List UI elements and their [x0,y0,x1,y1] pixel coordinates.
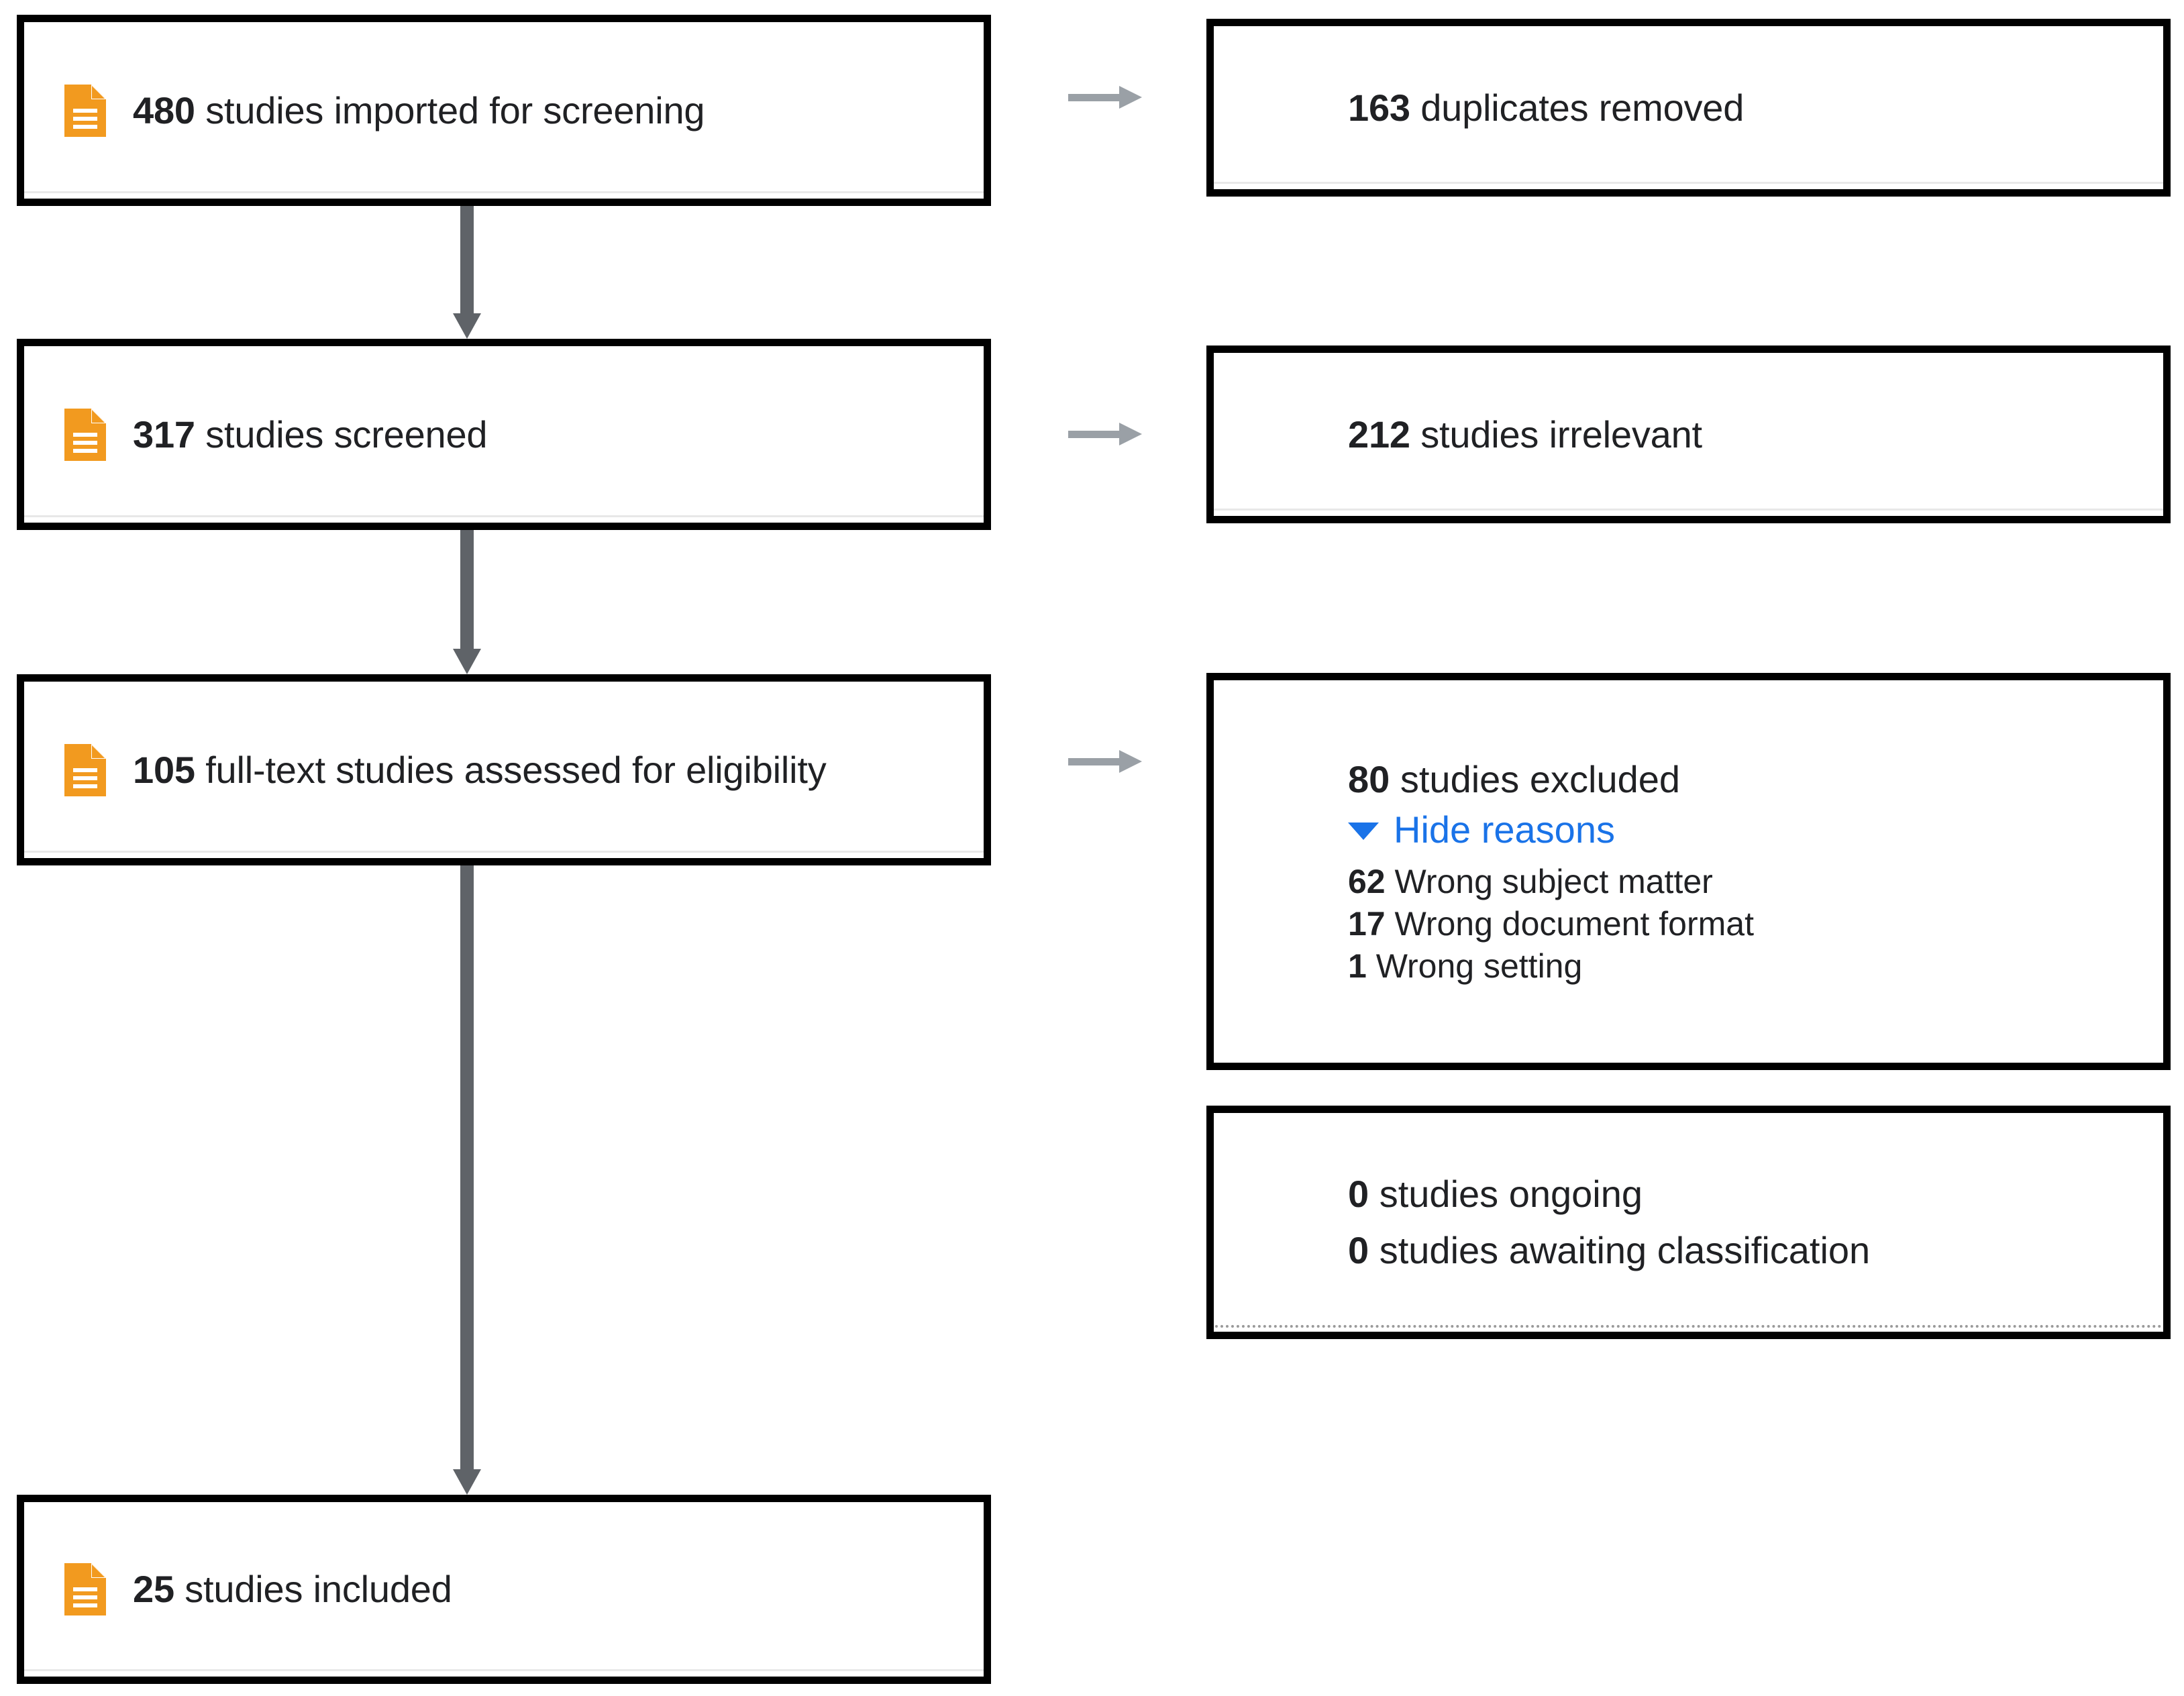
label-value: duplicates removed [1420,86,1745,129]
arrow-head [453,1469,481,1495]
box-studies-irrelevant[interactable]: 212 studies irrelevant [1206,346,2171,523]
label-value: studies imported for screening [205,89,705,131]
box-label: 480 studies imported for screening [133,86,705,136]
box-label: 25 studies included [133,1565,452,1614]
box-label: 212 studies irrelevant [1348,410,1702,460]
count-value: 163 [1348,86,1410,129]
arrow-head [1119,750,1142,773]
arrow-shaft [1068,94,1122,101]
down-arrow-icon [453,206,481,339]
count-value: 480 [133,89,195,131]
box-studies-imported[interactable]: 480 studies imported for screening [17,15,991,206]
hide-reasons-toggle[interactable]: Hide reasons [1348,808,1615,851]
awaiting-classification-row: 0 studies awaiting classification [1348,1222,2163,1279]
arrow-head [453,649,481,674]
box-fulltext-assessed[interactable]: 105 full-text studies assessed for eligi… [17,674,991,865]
down-arrow-icon [453,530,481,674]
label-value: studies screened [205,413,488,456]
box-label: 163 duplicates removed [1348,83,1744,133]
document-icon [64,84,106,137]
arrow-head [1119,423,1142,445]
label-value: studies excluded [1400,757,1681,800]
document-icon [64,408,106,461]
arrow-shaft [460,865,474,1469]
label-value: studies awaiting classification [1379,1229,1871,1271]
document-icon [64,1563,106,1615]
reason-count: 62 [1348,863,1386,901]
label-value: full-text studies assessed for eligibili… [205,748,827,791]
hide-reasons-label: Hide reasons [1394,808,1615,851]
box-ongoing-awaiting[interactable]: 0 studies ongoing 0 studies awaiting cla… [1206,1106,2171,1339]
box-content: 25 studies included [24,1563,984,1615]
box-studies-excluded[interactable]: 80 studies excluded Hide reasons 62 Wron… [1206,673,2171,1070]
exclusion-reason-row: 1 Wrong setting [1348,945,2163,988]
arrow-head [453,313,481,339]
box-content: 163 duplicates removed [1214,83,2163,133]
excluded-heading: 80 studies excluded [1348,755,2163,804]
arrow-shaft [1068,431,1122,438]
arrow-head [1119,86,1142,109]
document-icon [64,743,106,796]
box-duplicates-removed[interactable]: 163 duplicates removed [1206,19,2171,197]
box-content: 0 studies ongoing 0 studies awaiting cla… [1214,1166,2163,1279]
right-arrow-icon [1068,423,1142,445]
arrow-shaft [460,206,474,313]
reason-label: Wrong setting [1375,947,1583,986]
label-value: studies irrelevant [1420,413,1702,456]
label-value: studies ongoing [1379,1173,1643,1215]
reason-count: 17 [1348,905,1386,943]
right-arrow-icon [1068,86,1142,109]
arrow-shaft [1068,758,1122,765]
box-content: 480 studies imported for screening [24,84,984,137]
count-value: 317 [133,413,195,456]
exclusion-reason-row: 62 Wrong subject matter [1348,861,2163,903]
box-content: 212 studies irrelevant [1214,410,2163,460]
box-content: 105 full-text studies assessed for eligi… [24,743,984,796]
right-arrow-icon [1068,750,1142,773]
box-studies-screened[interactable]: 317 studies screened [17,339,991,530]
exclusion-reason-row: 17 Wrong document format [1348,903,2163,945]
count-value: 212 [1348,413,1410,456]
reason-label: Wrong subject matter [1394,863,1713,901]
box-label: 105 full-text studies assessed for eligi… [133,745,827,795]
box-label: 317 studies screened [133,410,488,460]
reason-label: Wrong document format [1394,905,1754,943]
box-studies-included[interactable]: 25 studies included [17,1495,991,1684]
ongoing-row: 0 studies ongoing [1348,1166,2163,1222]
count-value: 0 [1348,1229,1369,1271]
box-content: 80 studies excluded Hide reasons 62 Wron… [1214,755,2163,988]
label-text [195,89,205,131]
count-value: 25 [133,1568,174,1611]
caret-down-icon [1348,822,1379,840]
count-value: 80 [1348,757,1390,800]
arrow-shaft [460,530,474,649]
reason-count: 1 [1348,947,1367,986]
count-value: 0 [1348,1173,1369,1215]
label-value: studies included [185,1568,452,1611]
count-value: 105 [133,748,195,791]
box-content: 317 studies screened [24,408,984,461]
down-arrow-icon [453,865,481,1495]
